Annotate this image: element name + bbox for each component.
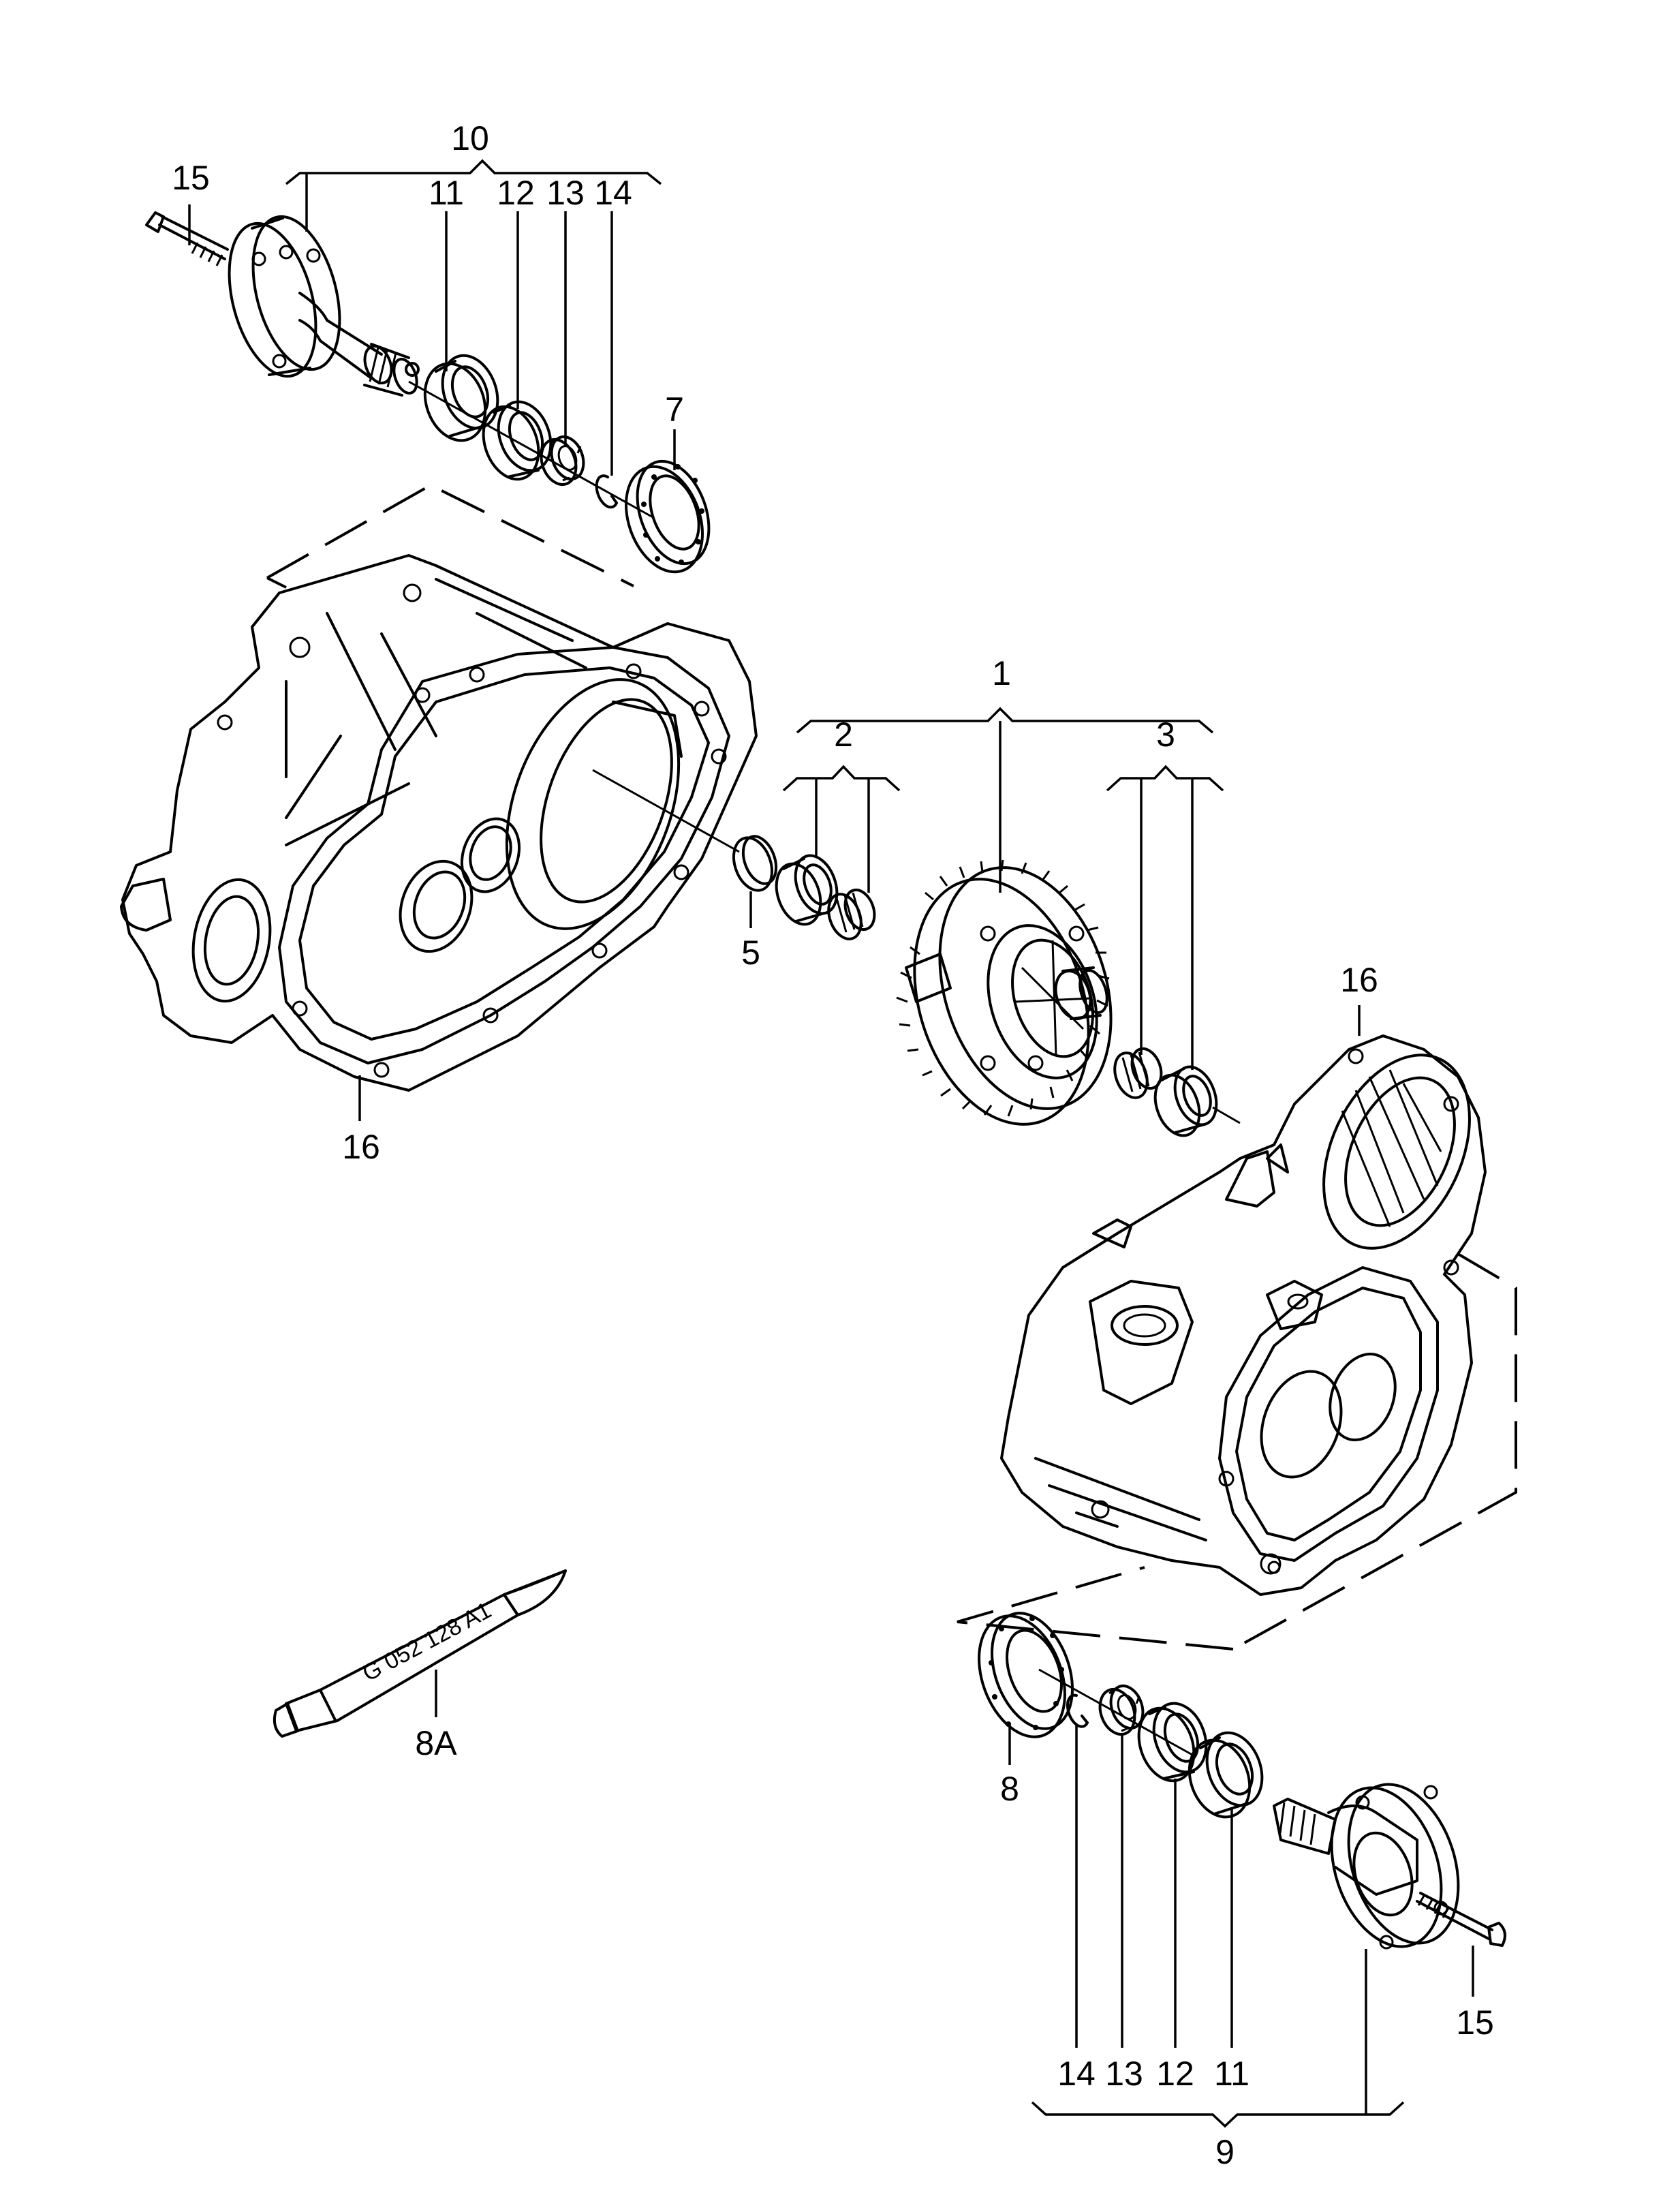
callout-8: 8 [1000, 1770, 1019, 1808]
gasket-seal-7 [624, 459, 711, 574]
callout-7: 7 [665, 390, 684, 429]
callout-10: 10 [451, 119, 489, 157]
bolt-top [145, 211, 229, 266]
callout-11-bottom: 11 [1214, 2055, 1249, 2093]
crown-gear [896, 859, 1113, 1126]
callout-8a: 8A [415, 1724, 457, 1762]
sealant-tube-8a: G 052 128 A1 [273, 1569, 567, 1738]
right-gearbox-housing [1000, 1034, 1487, 1596]
seal-ring-11-top [423, 354, 499, 442]
bearing-rollers-2 [827, 888, 876, 940]
callout-11-top: 11 [429, 174, 464, 212]
callout-12-bottom: 12 [1156, 2055, 1194, 2093]
callout-9: 9 [1215, 2133, 1235, 2171]
castle-nut-13-bottom [1098, 1685, 1145, 1736]
callout-5: 5 [741, 934, 760, 972]
shim-5 [732, 835, 778, 892]
bolt-bottom [1416, 1892, 1506, 1947]
seal-ring-11-bottom [1187, 1731, 1264, 1819]
callout-16-right: 16 [1340, 961, 1378, 999]
callout-14-top: 14 [594, 174, 632, 212]
callout-14-bottom: 14 [1057, 2055, 1096, 2093]
differential-assembly [732, 835, 1241, 1137]
callout-labels: 10 15 11 12 13 14 7 1 2 3 5 16 16 8A 8 1… [172, 119, 1494, 2171]
bottom-flange-assembly [978, 1612, 1506, 1950]
drive-flange-bottom [1273, 1783, 1460, 1950]
bearing-race-3 [1153, 1065, 1218, 1137]
callout-12-top: 12 [497, 174, 535, 212]
circlip-14-top [595, 474, 618, 509]
callout-13-top: 13 [546, 174, 585, 212]
circlip-14-bottom [1066, 1693, 1089, 1728]
bearing-race-2 [775, 854, 839, 926]
callout-2: 2 [834, 716, 853, 754]
callout-1: 1 [992, 654, 1011, 692]
drive-flange-top [228, 215, 420, 397]
dashed-link-right [1232, 1253, 1517, 1650]
top-flange-assembly [145, 211, 711, 574]
gasket-seal-8 [978, 1612, 1074, 1738]
tapered-ring-12-top [482, 400, 553, 481]
tapered-ring-12-bottom [1137, 1702, 1208, 1783]
callout-16-left: 16 [342, 1128, 380, 1166]
bearing-rollers-3 [1113, 1047, 1163, 1099]
callout-3: 3 [1156, 716, 1175, 754]
dashed-link-top [266, 483, 634, 587]
tube-label: G 052 128 A1 [358, 1597, 495, 1687]
leaders [188, 159, 1474, 2128]
callout-13-bottom: 13 [1105, 2055, 1143, 2093]
left-gearbox-housing [120, 554, 758, 1092]
callout-15-bottom: 15 [1456, 2003, 1494, 2042]
callout-15-top: 15 [172, 159, 210, 197]
